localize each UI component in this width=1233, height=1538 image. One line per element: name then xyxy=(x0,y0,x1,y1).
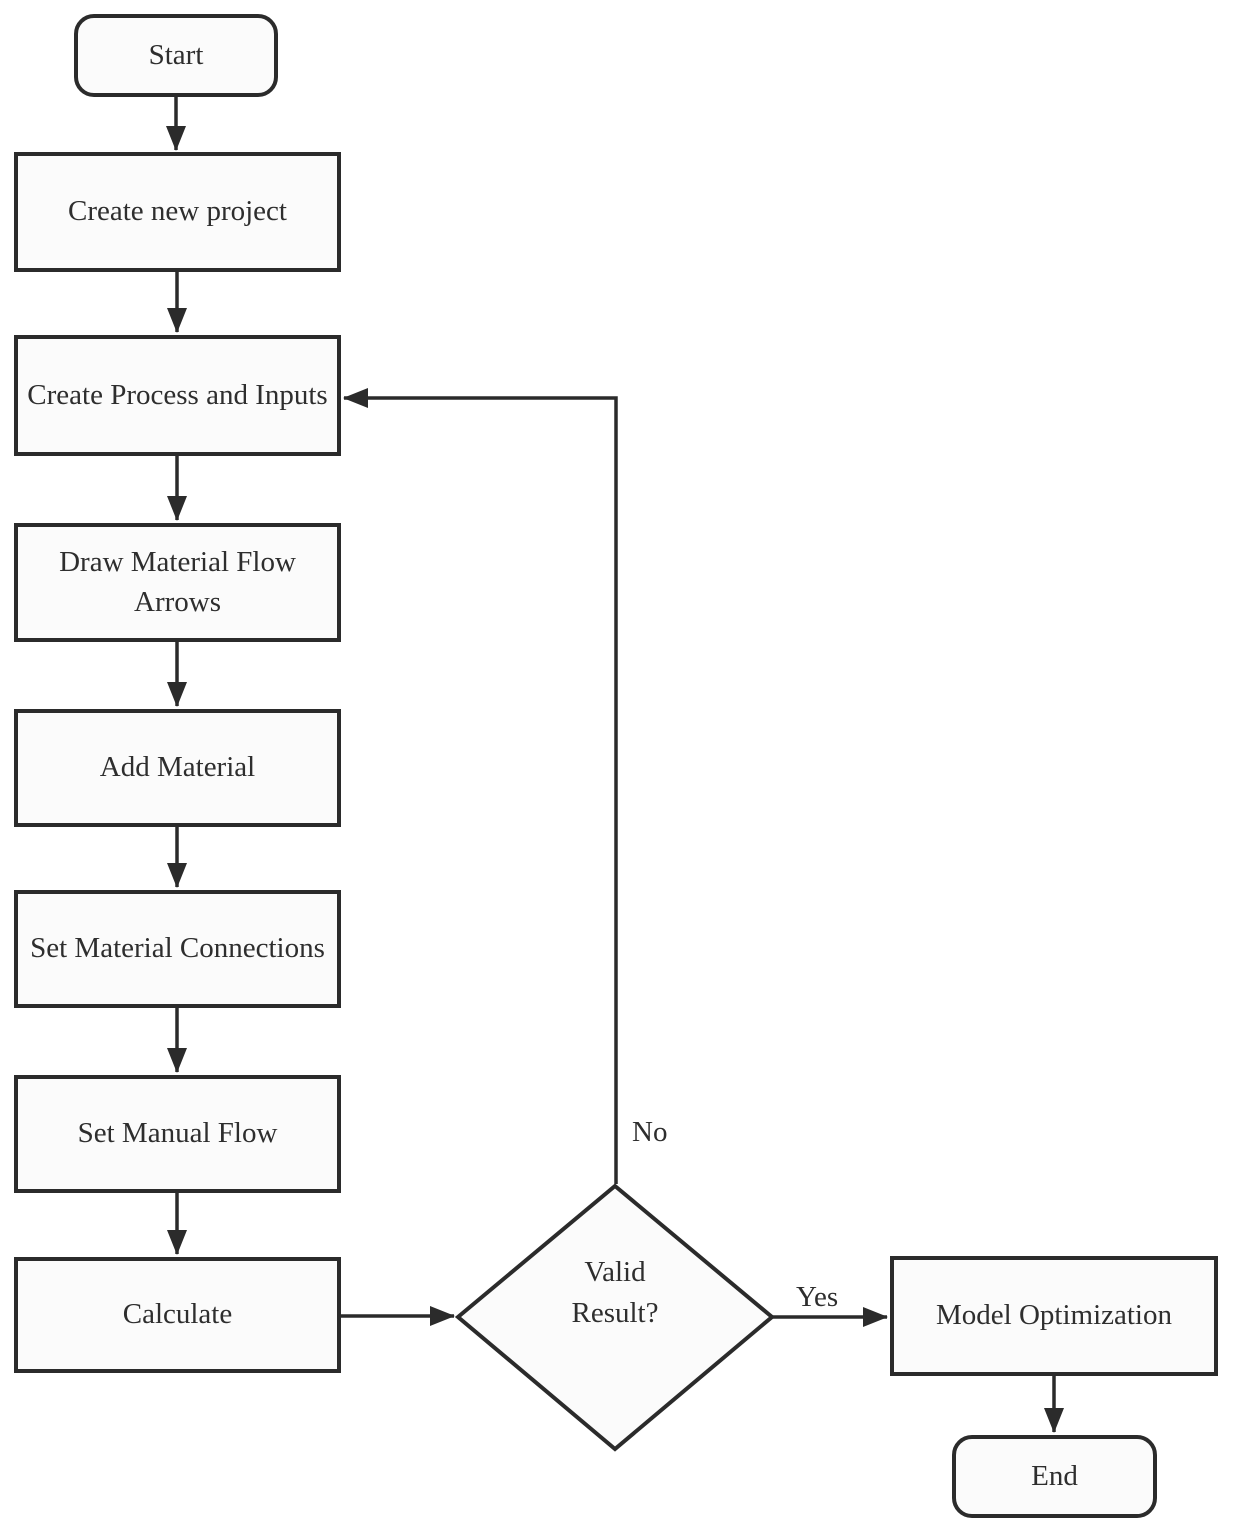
node-model-optimization-label: Model Optimization xyxy=(936,1299,1172,1332)
node-set-manual-flow-label: Set Manual Flow xyxy=(77,1117,278,1150)
node-add-material-label: Add Material xyxy=(99,751,256,784)
node-end-label: End xyxy=(1031,1459,1078,1492)
edge-decision-no-to-process-inputs xyxy=(343,388,618,1184)
node-create-new-project-label: Create new project xyxy=(67,195,287,228)
node-calculate: Calculate xyxy=(14,1257,341,1373)
node-add-material: Add Material xyxy=(14,709,341,827)
node-create-process-and-inputs-label: Create Process and Inputs xyxy=(27,378,328,411)
node-calculate-label: Calculate xyxy=(122,1298,233,1331)
node-end: End xyxy=(952,1435,1157,1518)
node-draw-material-flow-arrows: Draw Material Flow Arrows xyxy=(14,523,341,642)
node-set-manual-flow: Set Manual Flow xyxy=(14,1075,341,1193)
node-set-material-connections-label: Set Material Connections xyxy=(30,932,325,965)
decision-valid-result-label: Valid Result? xyxy=(571,1256,659,1329)
node-model-optimization: Model Optimization xyxy=(890,1256,1218,1376)
node-create-process-and-inputs: Create Process and Inputs xyxy=(14,335,341,456)
node-start-label: Start xyxy=(148,38,204,71)
node-create-new-project: Create new project xyxy=(14,152,341,272)
node-draw-material-flow-arrows-label: Draw Material Flow Arrows xyxy=(59,546,296,618)
edge-label-no: No xyxy=(632,1116,668,1148)
decision-valid-result-diamond xyxy=(454,1183,776,1452)
node-start: Start xyxy=(74,14,278,97)
edge-label-yes: Yes xyxy=(796,1281,839,1313)
node-set-material-connections: Set Material Connections xyxy=(14,890,341,1008)
